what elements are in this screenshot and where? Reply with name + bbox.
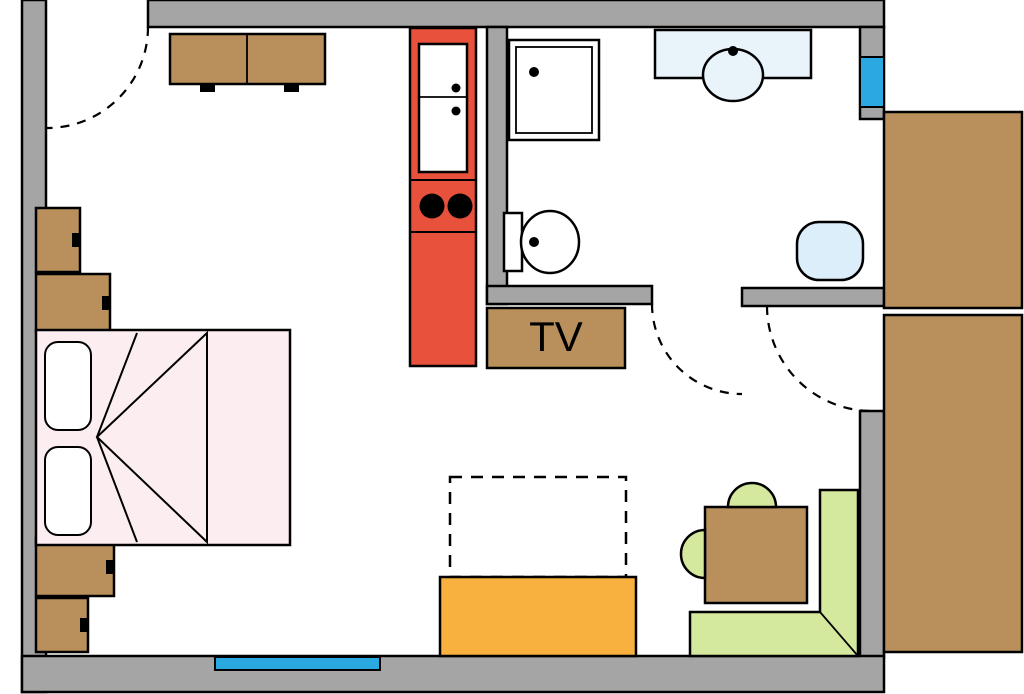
cabinet-left-2 — [34, 272, 112, 334]
basin-faucet-dot — [728, 46, 738, 56]
tv-cabinet: TV — [485, 306, 627, 370]
shower — [507, 38, 601, 142]
coffee-table — [703, 505, 809, 605]
bathroom-wall-south-left — [485, 284, 654, 306]
double-bed — [34, 328, 292, 547]
wall-bottom — [20, 654, 886, 694]
entry-door-swing — [46, 26, 150, 130]
sofa-corner-seam — [819, 611, 859, 657]
toilet — [502, 209, 581, 275]
toilet-tank — [502, 211, 524, 273]
cabinet-handle — [102, 296, 111, 310]
bathroom-door-swing — [650, 303, 743, 396]
exterior-wood-area-upper — [882, 110, 1024, 310]
sideboard-foot-left — [200, 84, 215, 92]
main-entrance-door-swing — [765, 305, 873, 413]
exterior-wood-area-lower — [882, 313, 1024, 654]
fold-out-area-dashed — [448, 475, 628, 579]
dining-table — [438, 575, 638, 658]
burner-right — [447, 193, 473, 219]
window-right — [859, 56, 885, 108]
blanket-fold-inner — [95, 332, 138, 543]
kitchenette — [408, 26, 478, 368]
cabinet-handle — [106, 560, 115, 574]
shower-tray — [507, 38, 601, 142]
toilet-flush-dot — [529, 237, 539, 247]
window-bottom — [214, 656, 381, 671]
cabinet-body — [34, 272, 112, 334]
cabinet-handle — [72, 233, 81, 247]
wall-right-lower — [858, 409, 886, 660]
toilet-bowl — [519, 209, 581, 275]
tv-label: TV — [529, 313, 583, 360]
cabinet-left-4 — [34, 596, 90, 654]
burner-left — [419, 193, 445, 219]
wall-top — [146, 0, 886, 29]
pillow-top — [44, 341, 92, 431]
sideboard-foot-right — [284, 84, 299, 92]
basin-bowl — [701, 47, 765, 103]
cabinet-left-3 — [34, 536, 116, 598]
blanket-fold-outer — [95, 330, 208, 545]
fridge-handle-lower — [451, 106, 461, 116]
cabinet-body — [34, 536, 116, 598]
corner-sofa — [688, 488, 860, 658]
pillow-bottom — [44, 446, 92, 536]
shower-inner-edge — [515, 46, 593, 134]
cabinet-handle — [80, 618, 89, 632]
shower-drain-dot — [529, 67, 539, 77]
sideboard — [168, 32, 327, 92]
stool-left — [679, 528, 707, 580]
walls — [20, 0, 886, 694]
stool-top — [726, 481, 778, 509]
fridge-handle-upper — [451, 83, 461, 93]
cabinet-left-1 — [34, 206, 82, 274]
bathtub — [795, 220, 865, 282]
fridge — [417, 42, 469, 174]
washbasin — [653, 28, 813, 103]
tv-cabinet-body — [485, 306, 627, 370]
bathroom-wall-south-right — [740, 286, 886, 308]
